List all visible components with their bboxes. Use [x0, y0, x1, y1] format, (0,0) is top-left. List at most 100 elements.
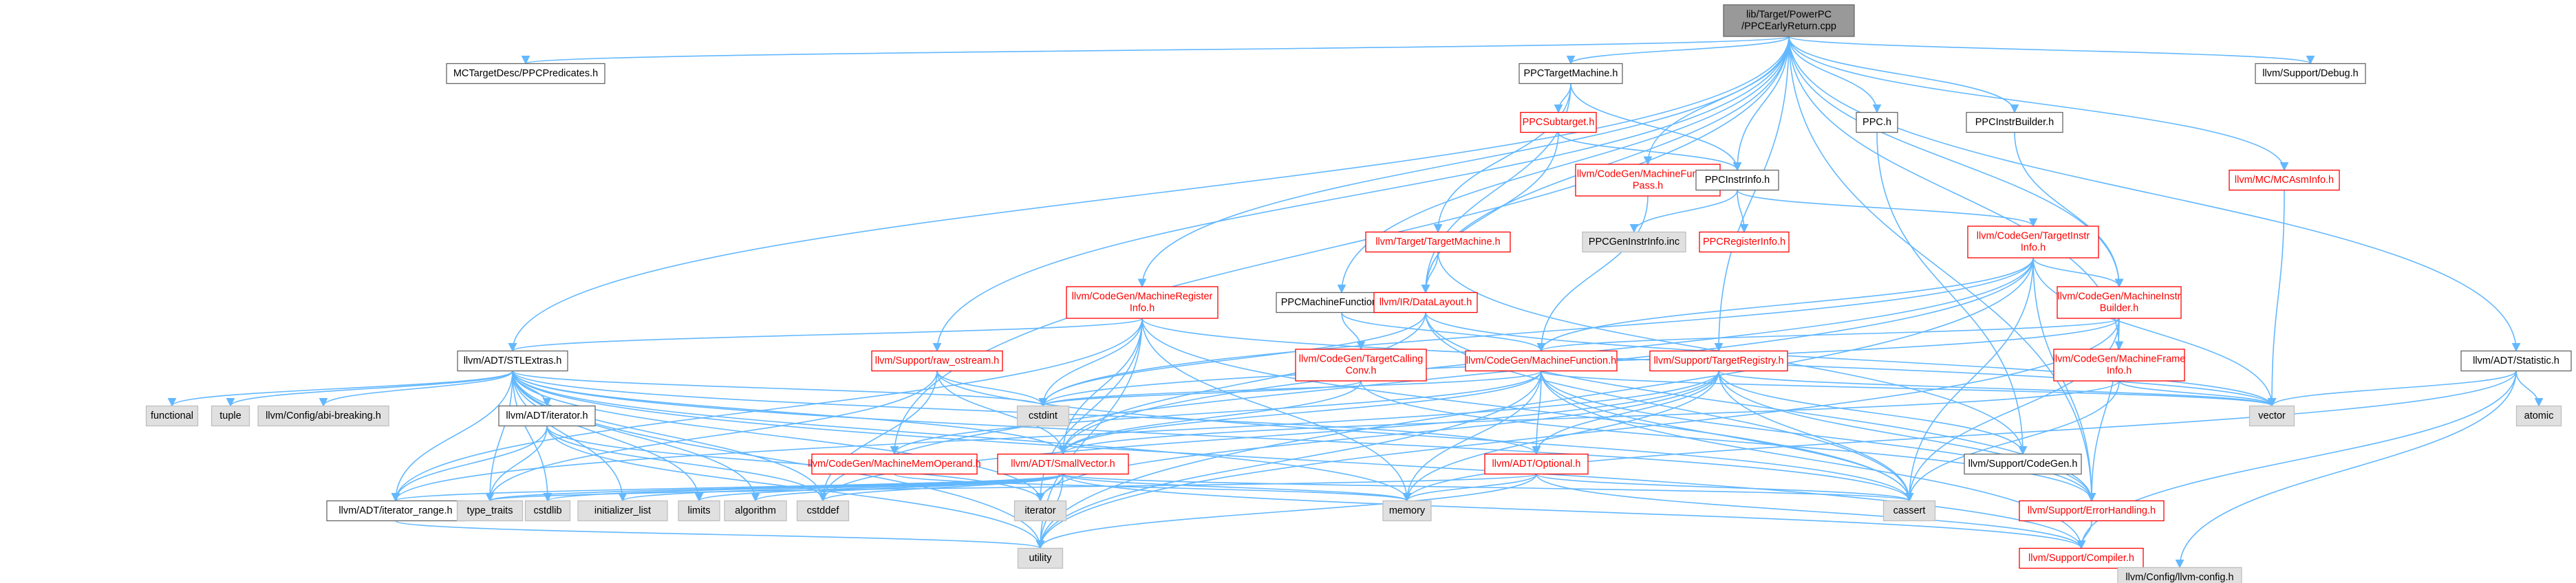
node-box: [577, 500, 668, 522]
node-compiler[interactable]: llvm/Support/Compiler.h: [2019, 547, 2144, 569]
node-errorhandling[interactable]: llvm/Support/ErrorHandling.h: [2019, 500, 2165, 522]
node-label: llvm/Support/Debug.h: [2262, 68, 2358, 79]
edge-mframeinfo-to-vector: [2118, 380, 2277, 407]
node-ppcregisterinfo[interactable]: PPCRegisterInfo.h: [1699, 231, 1790, 253]
edge-targetcallingconv-to-cstdint: [1038, 380, 1362, 407]
edge-statistic-to-vector: [2267, 371, 2517, 407]
edge-root-to-mreginfo: [1137, 36, 1790, 288]
edge-mreginfo-to-iteratorrange: [391, 318, 1143, 502]
edge-targetinstrinfo-to-cassert: [1904, 257, 2034, 502]
edge-rawostream-to-cstdint: [936, 371, 1048, 407]
edge-rawostream-to-smallvector: [936, 371, 1068, 455]
node-box: [1295, 349, 1427, 382]
node-label: llvm/Config/abi-breaking.h: [266, 410, 381, 421]
node-label: algorithm: [735, 505, 776, 516]
edge-ppcinstrinfo-to-ppcregisterinfo: [1737, 190, 1749, 233]
node-machinefunction[interactable]: llvm/CodeGen/MachineFunction.h: [1465, 350, 1618, 372]
node-label: /PPCEarlyReturn.cpp: [1741, 21, 1836, 32]
edge-ppcinstrinfo-to-ppcgeninstrinfo: [1629, 190, 1738, 233]
node-typetraits: type_traits: [456, 500, 524, 522]
node-box: [1484, 453, 1589, 475]
edge-root-to-statistic: [1788, 36, 2521, 352]
node-iteratorrange[interactable]: llvm/ADT/iterator_range.h: [326, 500, 465, 522]
node-label: cassert: [1893, 505, 1926, 516]
edge-targetregistry-to-errorhandling: [1718, 371, 2096, 502]
node-targetmachine[interactable]: llvm/Target/TargetMachine.h: [1365, 231, 1511, 253]
edge-stlextras-to-iteratorrange: [391, 371, 513, 502]
node-label: cstdlib: [533, 505, 561, 516]
node-atomic: atomic: [2515, 405, 2562, 427]
node-root[interactable]: lib/Target/PowerPC/PPCEarlyReturn.cpp: [1723, 4, 1855, 37]
node-abibreaking: llvm/Config/abi-breaking.h: [257, 405, 389, 427]
edge-root-to-mctargetdesc: [522, 36, 1790, 65]
edge-root-to-ppch: [1788, 36, 1882, 113]
node-box: [145, 405, 199, 427]
node-label: cstddef: [807, 505, 840, 516]
node-ppch[interactable]: PPC.h: [1856, 111, 1898, 133]
edge-root-to-mmemoperand: [890, 36, 1790, 455]
node-box: [257, 405, 389, 427]
node-box: [498, 405, 596, 427]
edge-targetinstrinfo-to-cstdint: [1038, 257, 2034, 407]
node-box: [1582, 231, 1686, 253]
node-label: memory: [1389, 505, 1426, 516]
node-ppctargetmachine[interactable]: PPCTargetMachine.h: [1518, 63, 1623, 85]
edge-targetcallingconv-to-errorhandling: [1360, 380, 2096, 502]
edge-mframeinfo-to-smallvector: [1058, 380, 2120, 455]
node-label: llvm/CodeGen/MachineInstr: [2058, 292, 2181, 302]
node-ppcsubtarget[interactable]: PPCSubtarget.h: [1520, 111, 1597, 133]
node-label: llvm/CodeGen/MachineFunction.h: [1466, 355, 1616, 366]
node-box: [326, 500, 465, 522]
node-llvmconfig: llvm/Config/llvm-config.h: [2117, 566, 2242, 583]
node-ppcinstrinfo[interactable]: PPCInstrInfo.h: [1695, 169, 1779, 191]
edge-ppctargetmachine-to-targetmachine: [1433, 83, 1571, 233]
node-mctargetdesc[interactable]: MCTargetDesc/PPCPredicates.h: [446, 63, 605, 85]
node-mcasminfo[interactable]: llvm/MC/MCAsmInfo.h: [2229, 169, 2340, 191]
node-targetregistry[interactable]: llvm/Support/TargetRegistry.h: [1649, 350, 1788, 372]
edge-datalayout-to-smallvector: [1058, 312, 1426, 455]
node-debug[interactable]: llvm/Support/Debug.h: [2255, 63, 2366, 85]
node-mmemoperand[interactable]: llvm/CodeGen/MachineMemOperand.h: [808, 453, 981, 475]
node-cstdlib: cstdlib: [524, 500, 571, 522]
node-statistic[interactable]: llvm/ADT/Statistic.h: [2460, 350, 2572, 372]
edge-ppcinstrbuilder-to-minstrbuilder: [2014, 132, 2124, 288]
node-stlextras[interactable]: llvm/ADT/STLExtras.h: [457, 350, 568, 372]
node-label: functional: [151, 410, 193, 421]
node-label: llvm/Support/CodeGen.h: [1968, 459, 2078, 470]
edge-machinefunction-to-vector: [1541, 370, 2276, 407]
node-box: [446, 63, 605, 85]
node-label: llvm/ADT/SmallVector.h: [1011, 459, 1115, 470]
edge-ppch-to-supportcodegen: [1876, 132, 2028, 455]
graph-edges: [167, 36, 2544, 582]
edge-stlextras-to-iterator: [512, 371, 1045, 502]
node-label: llvm/Support/raw_ostream.h: [875, 355, 1000, 366]
node-optional[interactable]: llvm/ADT/Optional.h: [1484, 453, 1589, 475]
edge-minstrbuilder-to-machinefunction: [1537, 318, 2120, 352]
edge-rawostream-to-cassert: [936, 371, 1914, 502]
node-supportcodegen[interactable]: llvm/Support/CodeGen.h: [1964, 453, 2082, 475]
node-box: [1882, 500, 1936, 522]
node-iteratorh[interactable]: llvm/ADT/iterator.h: [498, 405, 596, 427]
node-label: Pass.h: [1633, 181, 1663, 192]
edge-mmemoperand-to-memory: [894, 473, 1411, 502]
node-label: tuple: [219, 410, 241, 421]
edge-optional-to-memory: [1402, 474, 1537, 502]
node-smallvector[interactable]: llvm/ADT/SmallVector.h: [997, 453, 1129, 475]
node-label: PPCGenInstrInfo.inc: [1589, 236, 1679, 248]
node-box: [2057, 286, 2182, 319]
node-box: [1016, 405, 1070, 427]
node-label: llvm/ADT/STLExtras.h: [464, 355, 562, 366]
node-box: [1013, 500, 1067, 522]
edge-optional-to-cassert: [1536, 473, 1914, 502]
node-rawostream[interactable]: llvm/Support/raw_ostream.h: [871, 350, 1003, 372]
node-label: PPCInstrInfo.h: [1705, 175, 1770, 186]
node-datalayout[interactable]: llvm/IR/DataLayout.h: [1373, 292, 1478, 314]
node-ppcinstrbuilder[interactable]: PPCInstrBuilder.h: [1966, 111, 2063, 133]
node-label: llvm/ADT/Optional.h: [1492, 459, 1581, 470]
